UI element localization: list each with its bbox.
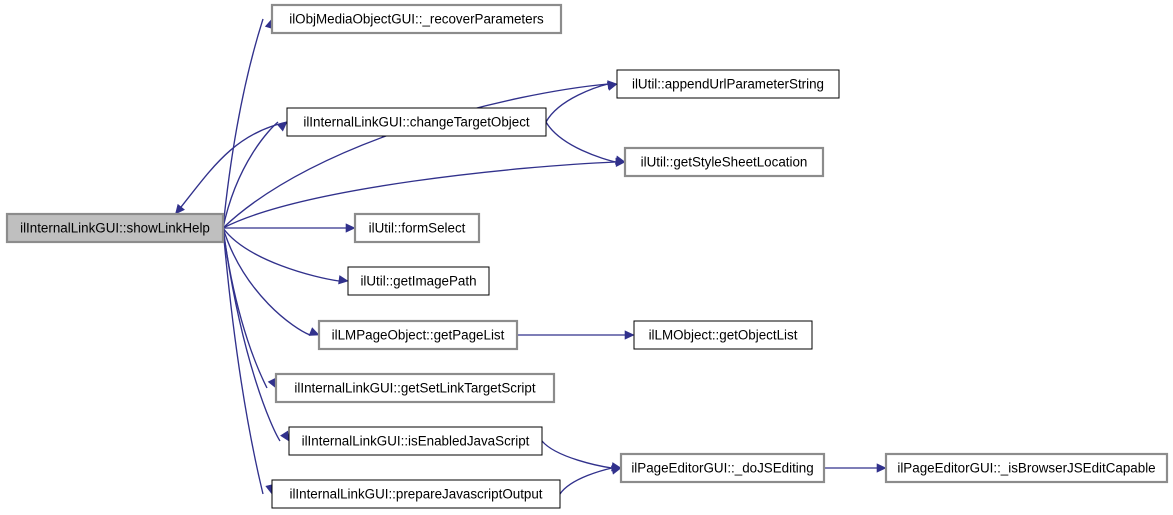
node-box[interactable] [288, 426, 543, 456]
node-label: ilInternalLinkGUI::showLinkHelp [20, 221, 210, 236]
edge-show-link-help-to-get-style-sheet-location [222, 161, 617, 229]
node-get-object-list[interactable]: ilLMObject::getObjectListilLMObject::get… [633, 320, 813, 350]
edge-show-link-help-to-change-target-object [222, 121, 279, 229]
node-box[interactable] [274, 372, 556, 404]
node-show-link-help[interactable]: ilInternalLinkGUI::showLinkHelpilInterna… [5, 212, 225, 244]
edge-show-link-help-to-prepare-javascript-output [222, 227, 264, 495]
node-label: ilInternalLinkGUI::getSetLinkTargetScrip… [294, 381, 535, 396]
node-label: ilLMObject::getObjectList [649, 328, 798, 343]
arrowhead [876, 463, 887, 473]
node-box[interactable] [5, 212, 225, 244]
edge-is-enabled-java-script-to-do-jsediting [541, 440, 613, 469]
node-do-jsediting[interactable]: ilPageEditorGUI::_doJSEditingilPageEdito… [619, 452, 826, 484]
node-label: ilPageEditorGUI::_isBrowserJSEditCapable [897, 461, 1155, 476]
node-get-page-list[interactable]: ilLMPageObject::getPageListilLMPageObjec… [317, 319, 519, 351]
arrowhead [606, 81, 618, 91]
node-get-image-path[interactable]: ilUtil::getImagePathilUtil::getImagePath [347, 266, 490, 296]
node-box[interactable] [623, 146, 825, 178]
arrowhead [610, 465, 622, 475]
edge-show-link-help-to-get-image-path [222, 227, 340, 282]
arrowhead [175, 203, 185, 215]
edge-show-link-help-to-recover-parameters [222, 18, 264, 229]
node-get-set-link-target-script[interactable]: ilInternalLinkGUI::getSetLinkTargetScrip… [274, 372, 556, 404]
node-layer: ilInternalLinkGUI::showLinkHelpilInterna… [5, 3, 1169, 509]
arrowhead [280, 430, 290, 442]
node-label: ilUtil::formSelect [369, 221, 466, 236]
edge-prepare-javascript-output-to-do-jsediting [559, 467, 613, 495]
node-label: ilInternalLinkGUI::prepareJavascriptOutp… [289, 487, 542, 502]
node-box[interactable] [286, 107, 547, 137]
node-box[interactable] [271, 479, 561, 509]
arrowhead [308, 327, 320, 336]
node-label: ilInternalLinkGUI::changeTargetObject [303, 115, 530, 130]
arrowhead [345, 223, 356, 233]
node-box[interactable] [619, 452, 826, 484]
node-label: ilObjMediaObjectGUI::_recoverParameters [289, 12, 544, 27]
node-box[interactable] [633, 320, 813, 350]
edge-show-link-help-to-is-enabled-java-script [222, 227, 281, 442]
edge-change-target-object-to-get-style-sheet-location [545, 121, 617, 163]
node-label: ilUtil::appendUrlParameterString [632, 77, 824, 92]
node-box[interactable] [347, 266, 490, 296]
edge-change-target-object-to-append-url-parameter-string [545, 83, 609, 123]
arrowhead [615, 157, 626, 168]
node-label: ilInternalLinkGUI::isEnabledJavaScript [302, 434, 530, 449]
arrowhead [338, 275, 349, 285]
node-prepare-javascript-output[interactable]: ilInternalLinkGUI::prepareJavascriptOutp… [271, 479, 561, 509]
node-box[interactable] [616, 69, 840, 99]
node-label: ilPageEditorGUI::_doJSEditing [631, 461, 813, 476]
node-append-url-parameter-string[interactable]: ilUtil::appendUrlParameterStringilUtil::… [616, 69, 840, 99]
edge-change-target-object-to-show-link-help [174, 121, 288, 215]
node-label: ilUtil::getStyleSheetLocation [641, 155, 808, 170]
node-get-style-sheet-location[interactable]: ilUtil::getStyleSheetLocationilUtil::get… [623, 146, 825, 178]
arrowhead [624, 330, 635, 340]
node-is-browser-jsedit-capable[interactable]: ilPageEditorGUI::_isBrowserJSEditCapable… [884, 452, 1169, 484]
node-box[interactable] [270, 3, 563, 35]
node-is-enabled-java-script[interactable]: ilInternalLinkGUI::isEnabledJavaScriptil… [288, 426, 543, 456]
node-label: ilLMPageObject::getPageList [332, 328, 505, 343]
node-box[interactable] [317, 319, 519, 351]
edge-layer [174, 18, 887, 495]
node-box[interactable] [353, 212, 481, 244]
node-recover-parameters[interactable]: ilObjMediaObjectGUI::_recoverParametersi… [270, 3, 563, 35]
edge-show-link-help-to-get-page-list [222, 227, 311, 336]
node-change-target-object[interactable]: ilInternalLinkGUI::changeTargetObjectilI… [286, 107, 547, 137]
node-box[interactable] [884, 452, 1169, 484]
node-label: ilUtil::getImagePath [360, 274, 476, 289]
edge-show-link-help-to-get-set-link-target-script [222, 227, 268, 389]
